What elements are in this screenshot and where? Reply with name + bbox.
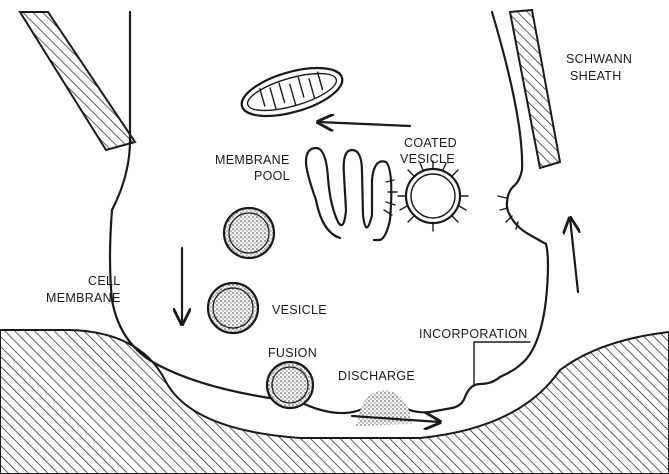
fusion-label: FUSION bbox=[268, 346, 317, 360]
synaptic-vesicle-1 bbox=[224, 208, 274, 258]
mitochondrion bbox=[237, 58, 348, 125]
postsynaptic-tissue bbox=[0, 330, 669, 474]
coated-vesicle-label-2: VESICLE bbox=[400, 152, 455, 166]
schwann-sheath-left bbox=[20, 12, 135, 150]
schwann-sheath-label-1: SCHWANN bbox=[566, 52, 632, 66]
arrow-membrane-up bbox=[570, 218, 578, 292]
membrane-pool bbox=[306, 148, 391, 240]
membrane-pool-label-1: MEMBRANE bbox=[215, 153, 290, 167]
discharge-label: DISCHARGE bbox=[338, 369, 415, 383]
schwann-sheath-right bbox=[510, 10, 560, 168]
schwann-sheath-label-2: SHEATH bbox=[570, 69, 622, 83]
incorporation-label: INCORPORATION bbox=[419, 327, 528, 341]
arrow-membrane-return bbox=[318, 122, 410, 126]
cell-membrane-label-1: CELL bbox=[88, 274, 120, 288]
membrane-pool-label-2: POOL bbox=[254, 169, 290, 183]
coated-vesicle-label-1: COATED bbox=[404, 136, 457, 150]
vesicle-label: VESICLE bbox=[272, 303, 327, 317]
synaptic-vesicle-2 bbox=[208, 283, 258, 333]
fusion-vesicle bbox=[267, 362, 313, 408]
cell-membrane-label-2: MEMBRANE bbox=[46, 291, 121, 305]
coated-vesicle bbox=[398, 161, 468, 231]
